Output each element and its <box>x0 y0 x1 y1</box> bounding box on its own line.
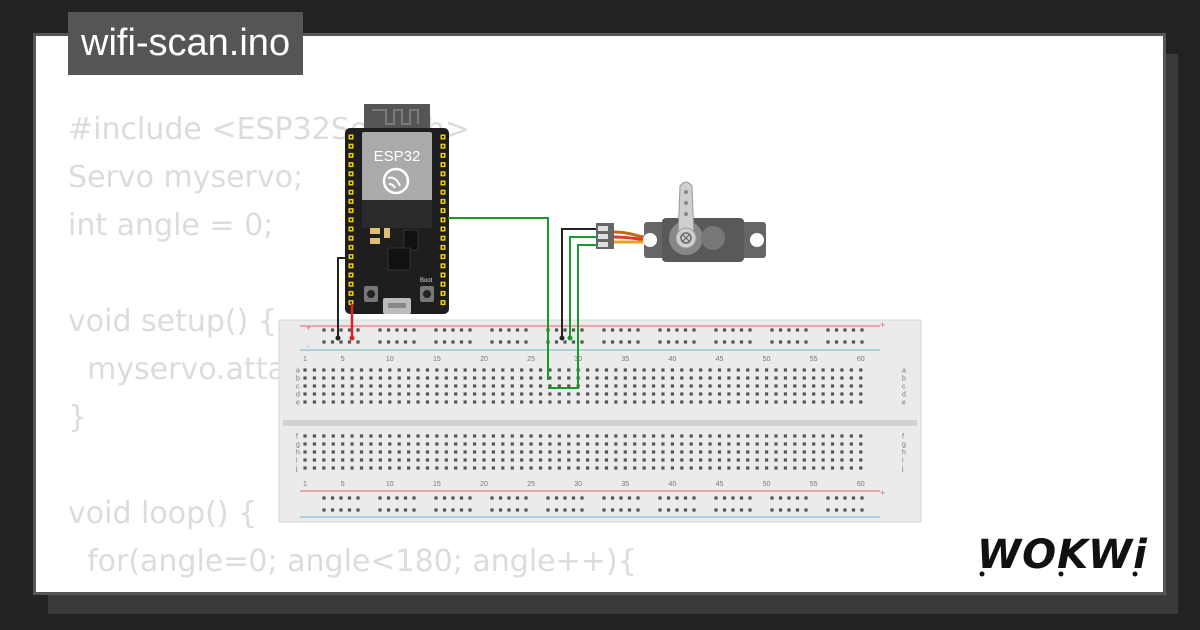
breadboard-column-number: 35 <box>621 356 629 363</box>
rail-plus-label: + <box>306 323 311 333</box>
breadboard-row-letter: j <box>901 466 904 473</box>
breadboard: 1155101015152020252530303535404045455050… <box>278 319 922 523</box>
breadboard-row-letter: g <box>902 442 906 449</box>
breadboard-row-letter: c <box>902 384 906 391</box>
rail-plus-label: + <box>880 320 885 330</box>
breadboard-column-number: 20 <box>480 356 488 363</box>
wokwi-logo: WOKWi <box>977 532 1148 578</box>
esp32-pin-headers <box>348 134 446 306</box>
breadboard-column-number: 50 <box>763 356 771 363</box>
breadboard-column-number: 55 <box>810 481 818 488</box>
breadboard-column-number: 35 <box>621 481 629 488</box>
breadboard-row-letter: g <box>296 442 300 449</box>
esp32-chip-label: ESP32 <box>374 148 421 165</box>
code-line: Servo myservo; <box>68 160 304 195</box>
breadboard-row-letter: b <box>296 376 300 383</box>
rail-minus-label: - <box>306 341 309 351</box>
wire-servo-gnd <box>561 228 596 338</box>
code-line: } <box>68 400 88 435</box>
breadboard-column-number: 40 <box>668 356 676 363</box>
breadboard-row-letter: b <box>902 376 906 383</box>
breadboard-row-letter: f <box>296 434 298 441</box>
breadboard-column-number: 50 <box>763 481 771 488</box>
code-line: int angle = 0; <box>68 208 274 243</box>
breadboard-row-letter: e <box>902 400 906 407</box>
breadboard-row-letter: d <box>902 392 906 399</box>
breadboard-column-number: 10 <box>386 481 394 488</box>
breadboard-labels: 1155101015152020252530303535404045455050… <box>295 356 906 488</box>
wokwi-brand-text: WOKWi <box>977 532 1148 578</box>
breadboard-row-letter: h <box>296 450 300 457</box>
breadboard-column-number: 25 <box>527 481 535 488</box>
breadboard-row-letter: h <box>902 450 906 457</box>
code-line: void setup() { <box>68 304 277 339</box>
breadboard-column-number: 20 <box>480 481 488 488</box>
esp32-board[interactable]: ESP32 Boot <box>345 104 449 314</box>
breadboard-row-letter: a <box>296 368 300 375</box>
breadboard-row-letter: i <box>296 458 298 465</box>
breadboard-column-number: 30 <box>574 481 582 488</box>
breadboard-column-number: 10 <box>386 356 394 363</box>
breadboard-row-letter: d <box>296 392 300 399</box>
breadboard-column-number: 15 <box>433 481 441 488</box>
wires <box>335 217 596 389</box>
file-title: wifi-scan.ino <box>68 12 304 75</box>
breadboard-column-number: 60 <box>857 481 865 488</box>
breadboard-column-number: 40 <box>668 481 676 488</box>
breadboard-column-number: 15 <box>433 356 441 363</box>
breadboard-row-letter: c <box>296 384 300 391</box>
breadboard-column-number: 1 <box>303 356 307 363</box>
breadboard-column-number: 45 <box>716 356 724 363</box>
wire-servo-vcc <box>569 236 596 338</box>
breadboard-row-letter: e <box>296 400 300 407</box>
breadboard-column-number: 55 <box>810 356 818 363</box>
breadboard-row-letter: a <box>902 368 906 375</box>
breadboard-column-number: 60 <box>857 356 865 363</box>
wire-servo-pwm <box>548 244 596 389</box>
breadboard-column-number: 5 <box>341 481 345 488</box>
breadboard-column-number: 1 <box>303 481 307 488</box>
breadboard-column-number: 5 <box>341 356 345 363</box>
breadboard-column-number: 25 <box>527 356 535 363</box>
espressif-logo-icon <box>382 167 410 195</box>
wire-signal <box>448 217 549 380</box>
boot-label: Boot <box>420 278 433 284</box>
code-line: for(angle=0; angle<180; angle++){ <box>68 544 637 579</box>
code-line: void loop() { <box>68 496 258 531</box>
breadboard-row-letter: j <box>295 466 298 473</box>
breadboard-row-letter: f <box>902 434 904 441</box>
breadboard-row-letter: i <box>902 458 904 465</box>
wire-gnd <box>337 257 345 338</box>
servo-motor[interactable] <box>596 181 766 262</box>
breadboard-holes <box>303 328 864 512</box>
rail-plus-label: + <box>880 488 885 498</box>
breadboard-column-number: 45 <box>716 481 724 488</box>
